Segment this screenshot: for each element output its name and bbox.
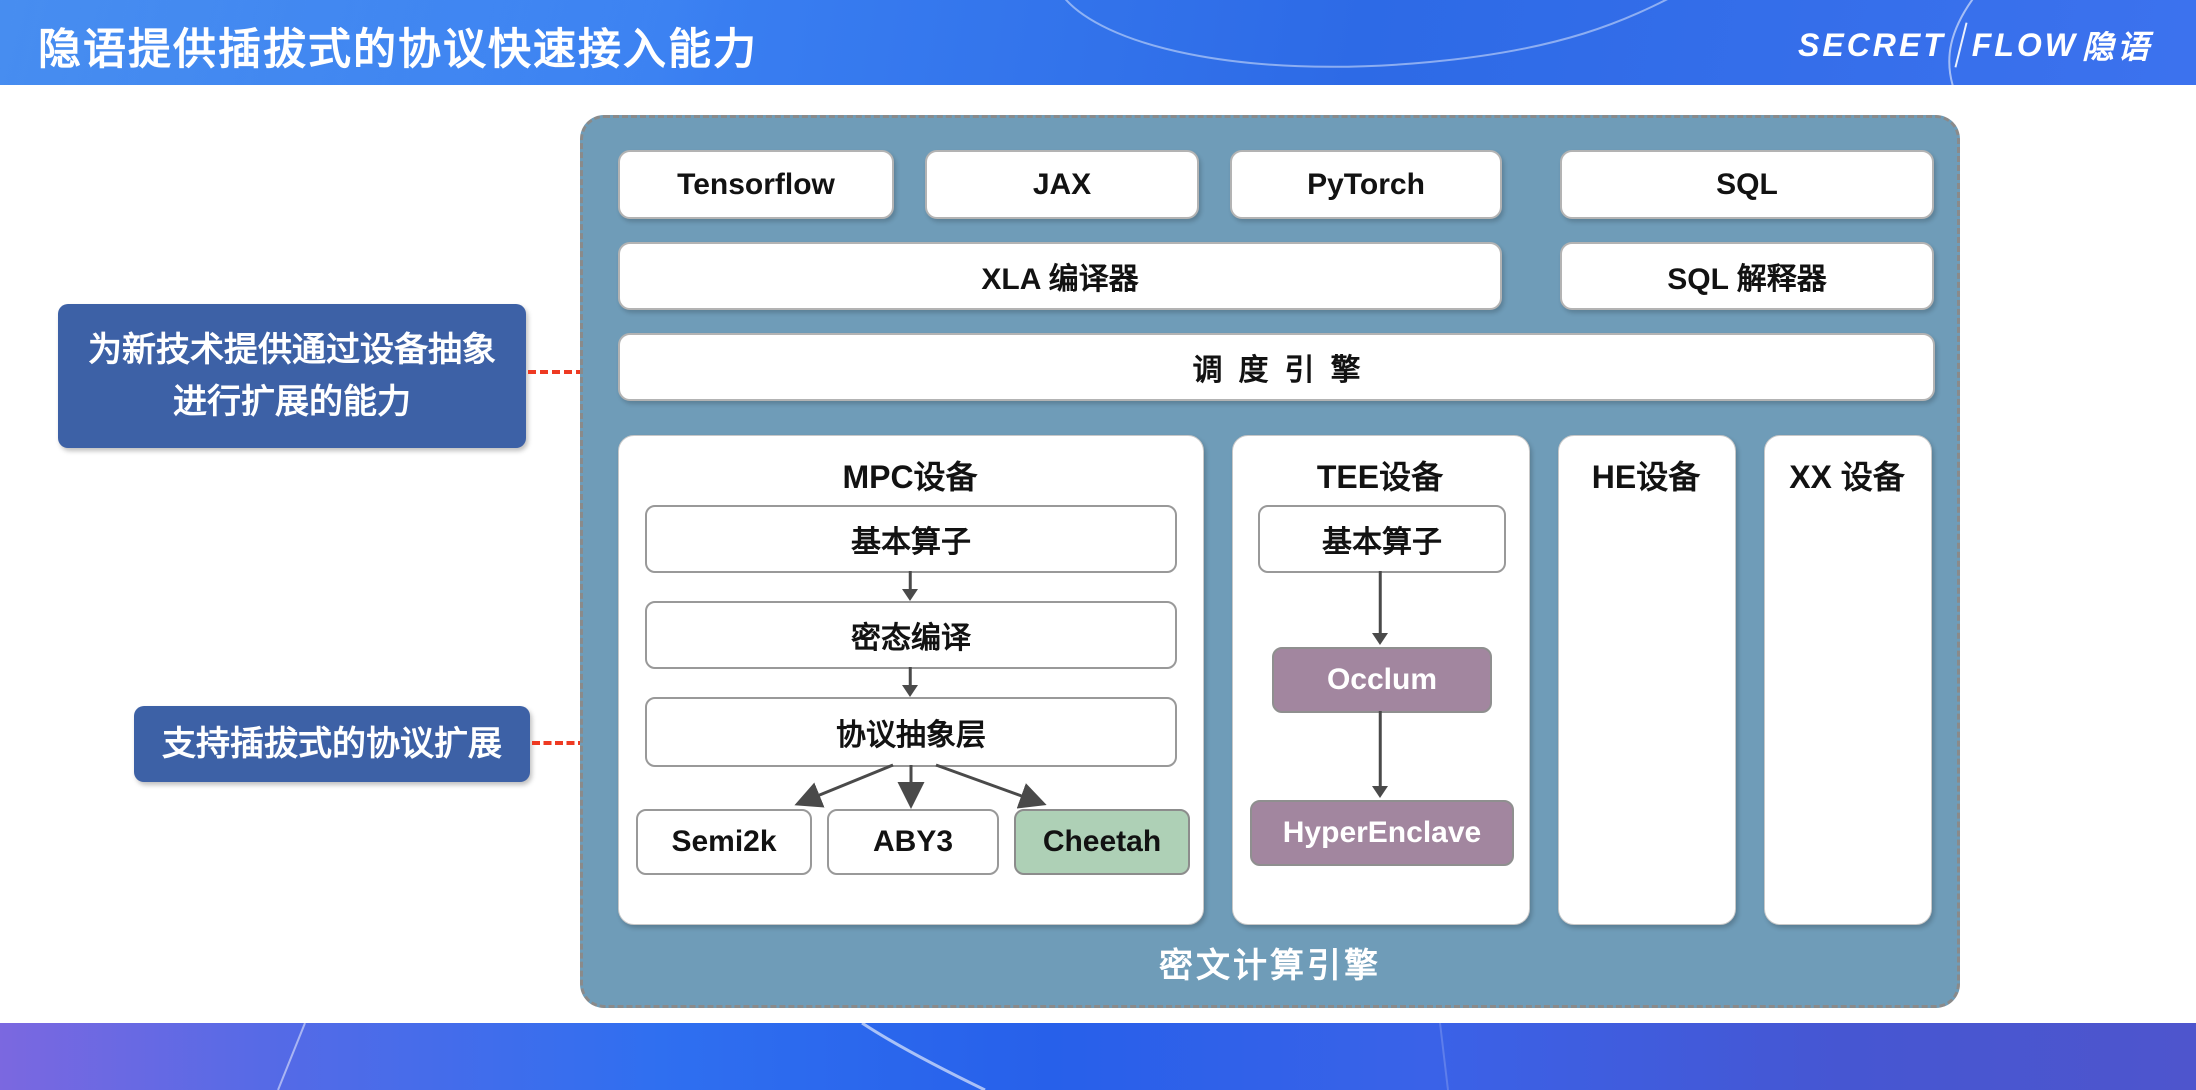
mpc-layer-secret-compile: 密态编译 xyxy=(645,601,1177,669)
fan-arrows xyxy=(794,763,1047,809)
box-label: 基本算子 xyxy=(851,526,971,559)
logo-text-flow: FLOW xyxy=(1971,26,2078,63)
box-label: SQL xyxy=(1716,167,1778,201)
page-title: 隐语提供插拔式的协议快速接入能力 xyxy=(38,26,758,74)
down-arrow xyxy=(901,667,919,697)
box-label: Tensorflow xyxy=(677,167,835,201)
logo-text-secret: SECRET xyxy=(1798,26,1946,63)
header-bar: 隐语提供插拔式的协议快速接入能力 SECRET FLOW 隐语 xyxy=(0,0,2196,85)
box-label: ABY3 xyxy=(872,825,954,858)
box-label: 基本算子 xyxy=(1322,526,1442,559)
box-label: 调度引擎 xyxy=(1192,354,1377,387)
xx-device-card xyxy=(1764,435,1932,925)
box-pytorch: PyTorch xyxy=(1230,150,1502,219)
logo-slash-icon xyxy=(1954,22,1968,68)
callout-protocol-extension: 支持插拔式的协议扩展 xyxy=(134,706,530,782)
protocol-semi2k: Semi2k xyxy=(636,809,812,875)
engine-label: 密文计算引擎 xyxy=(1159,947,1381,985)
box-label: 协议抽象层 xyxy=(836,719,986,752)
down-arrow xyxy=(1371,571,1389,645)
mpc-layer-protocol-abstraction: 协议抽象层 xyxy=(645,697,1177,767)
box-label: JAX xyxy=(1032,167,1092,201)
down-arrow xyxy=(1371,711,1389,798)
tee-device-title: TEE设备 xyxy=(1316,459,1444,495)
mpc-device-title: MPC设备 xyxy=(842,459,978,495)
xx-device-title: XX 设备 xyxy=(1789,459,1905,495)
box-sql: SQL xyxy=(1560,150,1934,219)
protocol-aby3: ABY3 xyxy=(827,809,999,875)
callout-text: 支持插拔式的协议扩展 xyxy=(162,725,502,763)
callout-device-abstraction: 为新技术提供通过设备抽象 进行扩展的能力 xyxy=(58,304,526,448)
footer-decor-lines xyxy=(277,1023,1449,1090)
box-label: HyperEnclave xyxy=(1282,816,1482,849)
box-label: Semi2k xyxy=(671,825,777,858)
down-arrow xyxy=(901,571,919,601)
tee-layer-hyperenclave: HyperEnclave xyxy=(1250,800,1514,866)
box-tensorflow: Tensorflow xyxy=(618,150,894,219)
he-device-title: HE设备 xyxy=(1591,459,1701,495)
box-xla-compiler: XLA 编译器 xyxy=(618,242,1502,310)
callout-line-1: 为新技术提供通过设备抽象 xyxy=(88,331,496,369)
tee-layer-basic-operators: 基本算子 xyxy=(1258,505,1506,573)
box-label: Cheetah xyxy=(1042,825,1162,858)
secretflow-logo: SECRET FLOW 隐语 xyxy=(1798,22,2152,68)
box-scheduler: 调度引擎 xyxy=(618,333,1935,401)
tee-layer-occlum: Occlum xyxy=(1272,647,1492,713)
box-sql-interpreter: SQL 解释器 xyxy=(1560,242,1934,310)
footer-bar xyxy=(0,1023,2196,1090)
mpc-layer-basic-operators: 基本算子 xyxy=(645,505,1177,573)
box-jax: JAX xyxy=(925,150,1199,219)
protocol-cheetah: Cheetah xyxy=(1014,809,1190,875)
he-device-card xyxy=(1558,435,1736,925)
box-label: 密态编译 xyxy=(851,622,971,655)
callout-line-2: 进行扩展的能力 xyxy=(173,383,411,421)
header-decor-curves xyxy=(1065,0,1974,85)
box-label: SQL 解释器 xyxy=(1667,263,1827,296)
box-label: Occlum xyxy=(1326,663,1438,696)
logo-text-cn: 隐语 xyxy=(2081,29,2152,65)
box-label: XLA 编译器 xyxy=(981,263,1139,296)
box-label: PyTorch xyxy=(1307,167,1425,201)
